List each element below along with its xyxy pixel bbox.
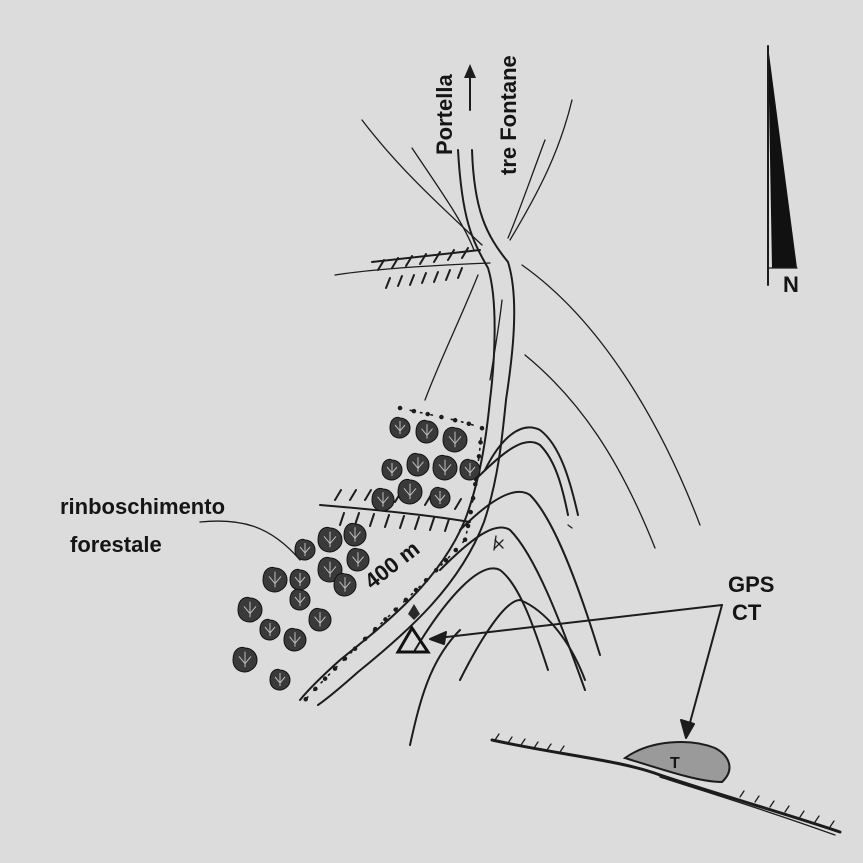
tree-icon — [415, 419, 439, 444]
tree-icon — [346, 547, 370, 572]
north-arrow: N — [767, 45, 799, 297]
road-direction-arrow — [464, 64, 476, 111]
scarp-upper — [371, 247, 481, 289]
tree-icon — [259, 618, 281, 641]
tree-icon — [343, 522, 367, 547]
tree-icon — [232, 646, 258, 673]
station-pointer-arrows — [429, 604, 723, 739]
tree-icon — [294, 538, 316, 561]
tree-icon — [429, 486, 451, 509]
tree-icon — [262, 566, 288, 593]
tree-icon — [432, 454, 458, 481]
tree-icon — [333, 572, 357, 597]
tree-icon — [289, 568, 311, 591]
destination-label-line2: tre Fontane — [496, 55, 521, 175]
tree-icon — [317, 526, 343, 553]
tree-icon — [283, 627, 307, 652]
terrain-profile: T — [490, 733, 842, 836]
elevation-label: 400 m — [360, 536, 425, 594]
reforestation-label-line2: forestale — [70, 532, 162, 557]
tree-icon — [381, 458, 403, 481]
tree-icon — [269, 668, 291, 691]
tree-icon — [442, 426, 468, 453]
station-label-line1: GPS — [728, 572, 774, 597]
tree-symbols — [232, 416, 481, 691]
station-label-line2: CT — [732, 600, 762, 625]
tree-icon — [459, 458, 481, 481]
forest-boundary — [302, 405, 485, 703]
tree-icon — [406, 452, 430, 477]
tree-icon — [237, 596, 263, 623]
profile-marker-label: T — [670, 755, 680, 772]
destination-label-line1: Portella — [432, 74, 457, 155]
reforestation-label-line1: rinboschimento — [60, 494, 225, 519]
reforestation-leader — [199, 520, 301, 561]
tree-icon — [371, 487, 395, 512]
tree-icon — [397, 478, 423, 505]
road-mark — [493, 535, 504, 551]
north-label: N — [783, 272, 799, 297]
tree-icon — [289, 588, 311, 611]
station-triangle-icon — [395, 604, 431, 654]
contour-lines — [409, 426, 601, 746]
tree-icon — [317, 556, 343, 583]
tree-icon — [308, 607, 332, 632]
tree-icon — [389, 416, 411, 439]
valley-lines — [334, 99, 701, 549]
